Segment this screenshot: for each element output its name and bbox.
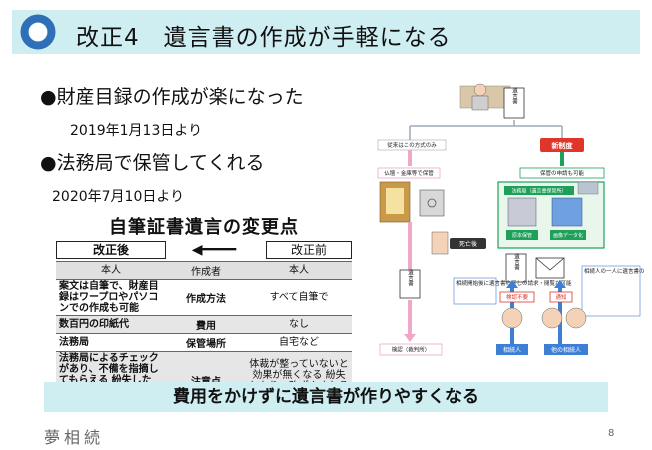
bullet-storage: ●法務局で保管してくれる [40,152,265,174]
death-label: 死亡後 [459,240,477,248]
table-row: 本人 作成者 本人 [56,261,352,280]
notice-label: 通知 [555,293,566,301]
table-title: 自筆証書遺言の変更点 [109,217,299,238]
bullet-inventory-date: 2019年1月13日より [70,123,203,139]
original-storage-label: 原本保管 [512,232,532,239]
bureau-label: 法務局（遺言書保管所） [511,188,566,195]
table-row: 法務局 保管場所 自宅など [56,333,352,352]
table-cell: 本人 [246,261,352,280]
page-number: 8 [608,428,615,439]
process-diagram: 遺言書 従来はこの方式のみ 新制度 仏壇・金庫等で保管 保管の申請も可能 法務局… [377,83,644,356]
will-copy-label: 遺言書 [513,253,520,272]
probate-court-label: 検認（裁判所） [392,346,431,354]
other-heirs-note: 相続人の一人に遺言書の写しを交付したとき、または閲覧させたとき他の相続人に遺言書… [584,267,644,275]
will-doc-left-label: 遺言書 [407,269,414,288]
table-cell: 作成者 [166,261,246,280]
no-probate-label: 検認不要 [506,293,529,301]
bullet-inventory: ●財産目録の作成が楽になった [40,86,304,108]
safe-icon [419,189,445,217]
old-system-label: 従来はこの方式のみ [387,141,437,149]
logo-ring-icon [20,14,56,50]
cabinet-icon [507,197,537,227]
heir-avatar [501,307,523,329]
slide-title: 改正4 遺言書の作成が手軽になる [76,25,452,51]
new-system-badge: 新制度 [552,141,574,150]
conclusion-banner: 費用をかけずに遺言書が作りやすくなる [44,382,608,412]
table-cell: 費用 [166,315,246,334]
other-heirs-label: 他の相続人 [551,346,581,354]
comparison-table-panel: 自筆証書遺言の変更点 改正後 ◀━━━━ 改正前 本人 作成者 本人 案文は自筆… [56,213,352,409]
will-doc-label: 遺言書 [511,87,518,106]
heir-label: 相続人 [503,346,521,354]
server-icon [551,197,583,227]
old-storage-label: 仏壇・金庫等で保管 [384,169,434,177]
change-header: 改正後 ◀━━━━ 改正前 [56,241,352,259]
table-cell: すべて自筆で [246,279,352,316]
table-cell: 案文は自筆で、財産目録はワープロやパソコンでの作成も可能 [56,279,166,316]
other-heir-avatar [541,307,563,329]
table-row: 案文は自筆で、財産目録はワープロやパソコンでの作成も可能 作成方法 すべて自筆で [56,279,352,316]
table-cell: 数百円の印紙代 [56,315,166,334]
after-label: 改正後 [56,241,166,259]
new-storage-label: 保管の申請も可能 [540,169,585,177]
table-cell: なし [246,315,352,334]
testator-illustration [459,83,511,111]
table-cell: 作成方法 [166,279,246,316]
brand-logo: 夢相続 [44,428,105,447]
before-label: 改正前 [266,241,352,259]
envelope-icon [535,257,565,279]
bullet-storage-date: 2020年7月10日より [52,189,185,205]
will-document-top: 遺言書 [503,87,525,119]
left-arrow-icon: ◀━━━━ [191,242,237,258]
table-row: 数百円の印紙代 費用 なし [56,315,352,334]
table-cell: 自宅など [246,333,352,352]
table-cell: 保管場所 [166,333,246,352]
table-cell: 法務局 [56,333,166,352]
image-data-label: 画像データ化 [553,232,583,239]
other-heir-avatar [565,307,587,329]
table-cell: 本人 [56,261,166,280]
title-bar [12,10,640,54]
portrait-icon [431,231,449,255]
